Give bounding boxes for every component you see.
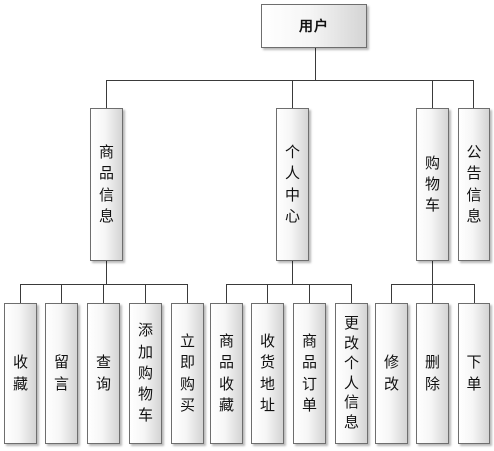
category-node-label: 商品信息 (98, 142, 114, 225)
leaf-node-favorite: 收藏 (4, 303, 37, 444)
category-node-shopping-cart: 购物车 (416, 108, 449, 261)
leaf-node-label: 商品订单 (301, 331, 317, 414)
leaf-node-buy-now: 立即购买 (171, 303, 204, 444)
root-node: 用户 (261, 4, 367, 48)
leaf-node-modify: 修改 (375, 303, 408, 444)
leaf-node-add-to-cart: 添加购物车 (129, 303, 162, 444)
leaf-node-delete: 删除 (416, 303, 449, 444)
leaf-node-label: 添加购物车 (137, 321, 153, 425)
leaf-node-label: 收货地址 (259, 331, 275, 414)
category-node-personal-center: 个人中心 (276, 108, 309, 261)
category-node-announcements: 公告信息 (458, 108, 490, 261)
leaf-node-label: 修改 (383, 353, 399, 393)
root-node-label: 用户 (299, 19, 329, 35)
leaf-node-label: 查询 (95, 353, 111, 393)
leaf-node-label: 商品收藏 (218, 331, 234, 414)
leaf-node-shipping-address: 收货地址 (251, 303, 284, 444)
leaf-node-message: 留言 (45, 303, 78, 444)
leaf-node-label: 删除 (424, 353, 440, 393)
category-node-product-info: 商品信息 (90, 108, 123, 261)
leaf-node-edit-profile: 更改个人信息 (335, 303, 368, 444)
leaf-node-label: 留言 (53, 353, 69, 393)
leaf-node-label: 更改个人信息 (343, 314, 359, 432)
leaf-node-search: 查询 (87, 303, 120, 444)
leaf-node-product-favorites: 商品收藏 (210, 303, 243, 444)
leaf-node-label: 下单 (466, 353, 482, 393)
leaf-node-product-orders: 商品订单 (293, 303, 326, 444)
category-node-label: 购物车 (424, 153, 440, 215)
leaf-node-label: 立即购买 (179, 331, 195, 414)
leaf-node-label: 收藏 (12, 353, 28, 393)
leaf-node-place-order: 下单 (458, 303, 490, 444)
category-node-label: 个人中心 (284, 142, 300, 225)
category-node-label: 公告信息 (466, 142, 482, 225)
